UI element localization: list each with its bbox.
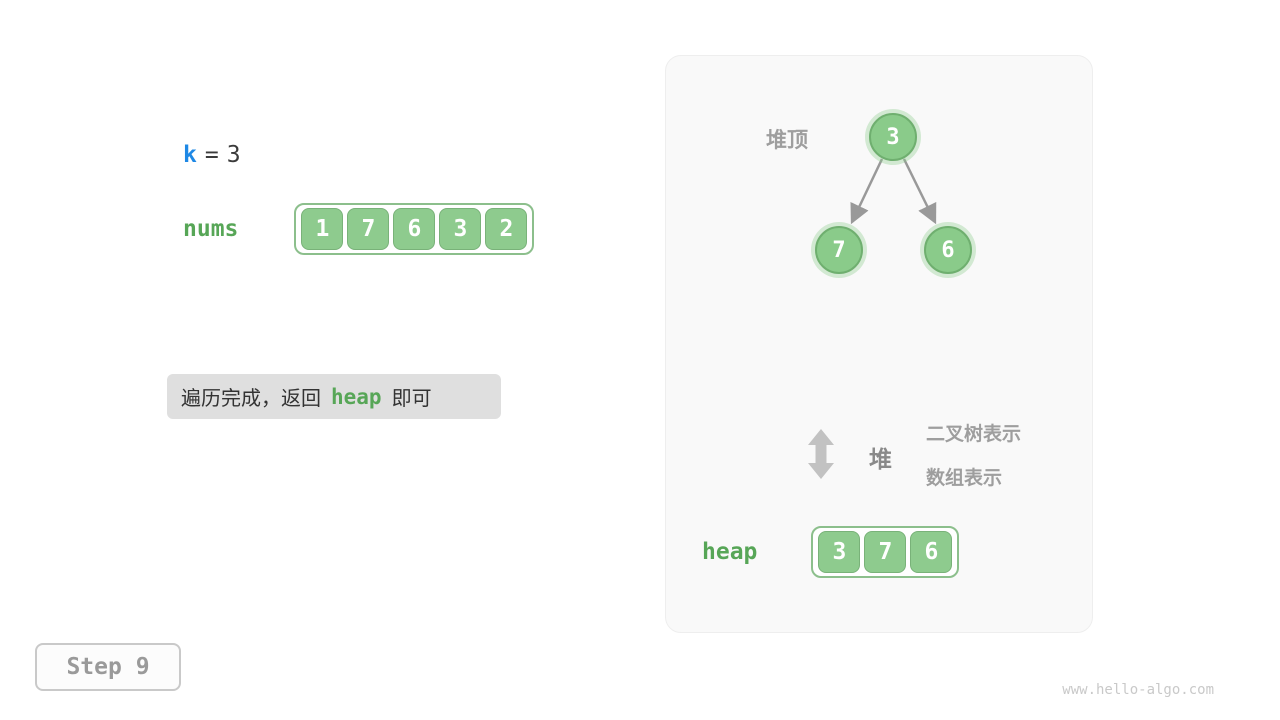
k-line: k = 3 — [183, 142, 241, 168]
array-cell: 2 — [485, 208, 528, 250]
array-cell: 6 — [393, 208, 436, 250]
cell-value: 3 — [453, 216, 468, 242]
cell-value: 6 — [924, 539, 939, 565]
array-cell: 3 — [439, 208, 482, 250]
node-value: 6 — [941, 237, 955, 263]
cell-value: 6 — [407, 216, 422, 242]
legend-array-text: 数组表示 — [926, 468, 1003, 489]
tree-left-node: 7 — [815, 226, 863, 274]
nums-row: nums 1 7 6 3 2 — [183, 203, 535, 255]
array-cell: 6 — [910, 531, 953, 573]
note-text-suffix: 即可 — [391, 388, 432, 410]
array-cell: 3 — [818, 531, 861, 573]
heap-top-label: 堆顶 — [766, 129, 808, 152]
swap-vertical-icon — [808, 429, 834, 479]
heap-array: 3 7 6 — [811, 526, 960, 578]
node-value: 7 — [832, 237, 846, 263]
heap-panel: 堆顶 3 7 6 堆 二叉树表示 数组表示 heap 3 7 6 — [665, 55, 1093, 633]
cell-value: 2 — [499, 216, 514, 242]
array-cell: 7 — [347, 208, 390, 250]
edge-arrow-left — [850, 158, 884, 225]
step-badge: Step 9 — [35, 643, 181, 691]
cell-value: 1 — [315, 216, 330, 242]
heap-zh-label: 堆 — [869, 446, 892, 472]
nums-array: 1 7 6 3 2 — [294, 203, 535, 255]
equals-sign: = — [204, 142, 219, 168]
nums-label: nums — [183, 216, 239, 242]
array-cell: 7 — [864, 531, 907, 573]
k-variable-label: k — [183, 142, 197, 168]
cell-value: 3 — [832, 539, 847, 565]
note-text-prefix: 遍历完成，返回 — [181, 388, 321, 410]
step-label: Step 9 — [66, 654, 150, 680]
note-box: 遍历完成，返回 heap 即可 — [167, 374, 501, 419]
heap-label: heap — [702, 539, 758, 565]
note-code-heap: heap — [331, 384, 382, 409]
heap-row: heap 3 7 6 — [702, 526, 960, 578]
cell-value: 7 — [878, 539, 893, 565]
array-cell: 1 — [301, 208, 344, 250]
tree-right-node: 6 — [924, 226, 972, 274]
watermark: www.hello-algo.com — [1062, 682, 1214, 698]
legend-binary-tree-text: 二叉树表示 — [926, 424, 1022, 445]
edge-arrow-right — [902, 158, 937, 225]
cell-value: 7 — [361, 216, 376, 242]
tree-root-node: 3 — [869, 113, 917, 161]
node-value: 3 — [886, 124, 900, 150]
k-value: 3 — [226, 142, 241, 168]
